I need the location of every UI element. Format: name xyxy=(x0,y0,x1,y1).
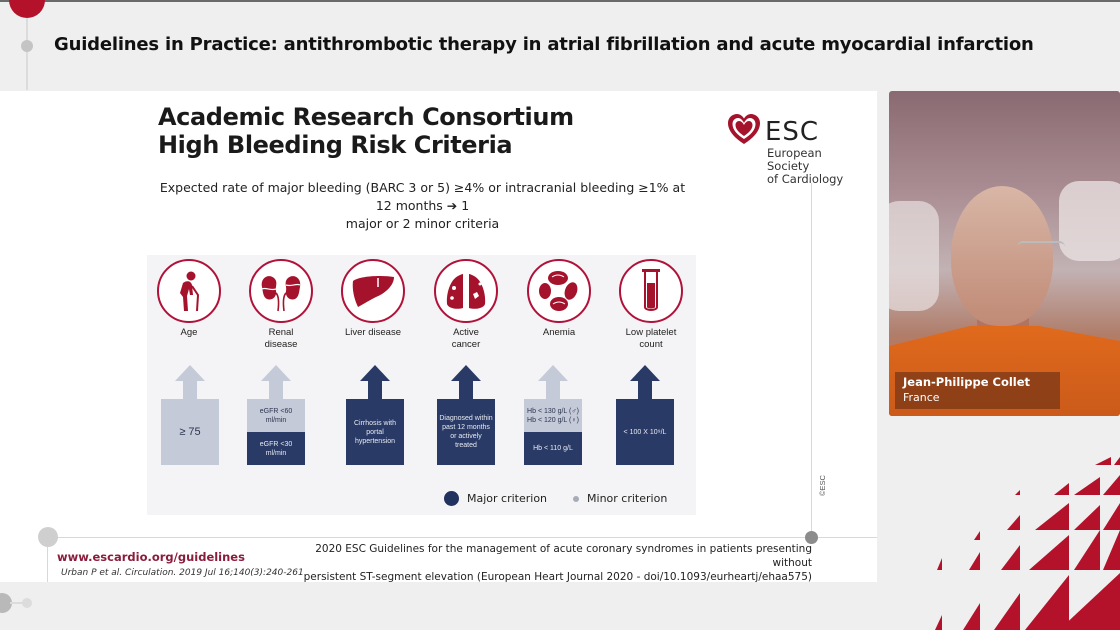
slide-divider-dot-left xyxy=(38,527,58,547)
bar-cancer-major: Diagnosed within past 12 months or activ… xyxy=(437,365,495,465)
criterion-liver-disease: Liver disease xyxy=(333,255,413,339)
citation: Urban P et al. Circulation. 2019 Jul 16;… xyxy=(61,568,304,578)
slide-divider-vertical xyxy=(811,183,812,538)
criterion-age: Age xyxy=(149,255,229,339)
legend-minor-label: Minor criterion xyxy=(587,492,668,505)
decorative-triangles xyxy=(935,457,1120,630)
esc-wordmark: ESC xyxy=(765,117,820,147)
arrow-up-icon xyxy=(451,365,481,381)
guidelines-link[interactable]: www.escardio.org/guidelines xyxy=(57,550,245,564)
esc-logo: ESC European Society of Cardiology xyxy=(727,113,867,186)
kidneys-icon xyxy=(261,276,301,312)
bar-renal-mixed: eGFR <60 ml/min eGFR <30 ml/min xyxy=(247,365,305,465)
arrow-up-icon xyxy=(360,365,390,381)
timeline-dot xyxy=(21,40,33,52)
arrow-up-icon xyxy=(630,365,660,381)
esc-subtitle: European Society of Cardiology xyxy=(767,146,844,186)
guideline-reference: 2020 ESC Guidelines for the management o… xyxy=(303,543,812,583)
speaker-name: Jean-Philippe Collet xyxy=(903,375,1031,389)
speaker-video[interactable]: Jean-Philippe Collet France xyxy=(889,91,1120,416)
criterion-anemia: Anemia xyxy=(519,255,599,339)
slide-title: Academic Research Consortium High Bleedi… xyxy=(158,103,574,159)
timeline-dot-small xyxy=(22,598,32,608)
slide-subtitle: Expected rate of major bleeding (BARC 3 … xyxy=(159,180,686,231)
session-title: Guidelines in Practice: antithrombotic t… xyxy=(54,34,1034,55)
liver-icon xyxy=(352,276,394,307)
legend-major-label: Major criterion xyxy=(467,492,548,505)
criterion-active-cancer: Active cancer xyxy=(426,255,506,351)
criterion-low-platelet-count: Low platelet count xyxy=(611,255,691,351)
bar-liver-major: Cirrhosis with portal hypertension xyxy=(346,365,404,465)
lungs-icon xyxy=(446,274,486,309)
presentation-slide: Academic Research Consortium High Bleedi… xyxy=(0,91,877,583)
speaker-country: France xyxy=(903,391,940,404)
major-dot-icon xyxy=(444,491,459,506)
test-tube-icon xyxy=(642,269,660,311)
slide-divider-dot xyxy=(805,531,818,544)
copyright-label: ©ESC xyxy=(818,475,827,496)
bar-age-minor: ≥ 75 xyxy=(161,365,219,465)
timeline-dot-bottom xyxy=(0,593,12,613)
criterion-renal-disease: Renal disease xyxy=(241,255,321,351)
bar-anemia-mixed: Hb < 130 g/L (♂) Hb < 120 g/L (♀) Hb < 1… xyxy=(524,365,582,465)
legend: Major criterion Minor criterion xyxy=(444,491,667,506)
top-border xyxy=(0,0,1120,2)
speaker-name-plate: Jean-Philippe Collet France xyxy=(895,372,1060,409)
criteria-figure: Age Renal disease xyxy=(147,255,696,515)
timeline-line xyxy=(26,18,28,90)
heart-logo-icon xyxy=(728,114,760,144)
brand-red-dot xyxy=(9,0,45,18)
red-blood-cells-icon xyxy=(539,271,578,311)
elderly-person-icon xyxy=(180,271,200,312)
bar-platelet-major: < 100 X 10⁹/L xyxy=(616,365,674,465)
minor-dot-icon xyxy=(573,495,580,502)
speaker-face xyxy=(951,186,1053,326)
arrow-up-icon xyxy=(261,365,291,381)
arrow-up-icon xyxy=(175,365,205,381)
slide-divider-horizontal xyxy=(48,537,877,538)
arrow-up-icon xyxy=(538,365,568,381)
